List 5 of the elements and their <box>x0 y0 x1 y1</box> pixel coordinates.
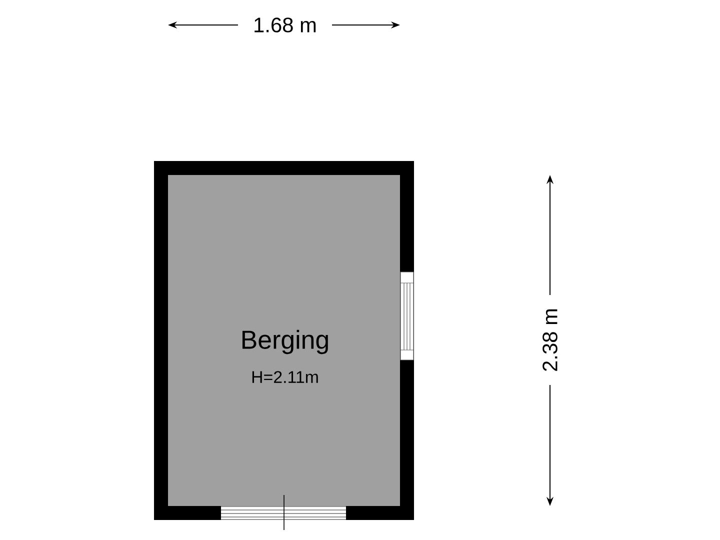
room-height: H=2.11m <box>252 371 318 383</box>
dimension-label: 2.38 m <box>542 309 558 371</box>
dimension-label: 1.68 m <box>254 18 316 32</box>
room-floor <box>168 175 400 506</box>
room-name: Berging <box>242 330 328 354</box>
